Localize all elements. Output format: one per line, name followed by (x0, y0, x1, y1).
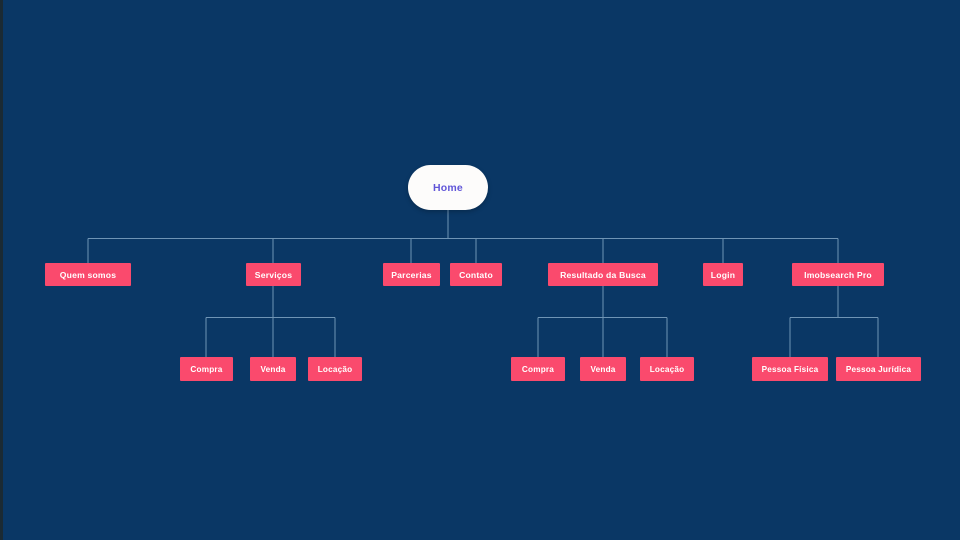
node-servicos[interactable]: Serviços (246, 263, 301, 286)
node-busca-locacao[interactable]: Locação (640, 357, 694, 381)
node-pessoa-juridica[interactable]: Pessoa Jurídica (836, 357, 921, 381)
node-resultado-da-busca[interactable]: Resultado da Busca (548, 263, 658, 286)
node-contato[interactable]: Contato (450, 263, 502, 286)
node-servicos-compra[interactable]: Compra (180, 357, 233, 381)
node-imobsearch-pro[interactable]: Imobsearch Pro (792, 263, 884, 286)
node-parcerias[interactable]: Parcerias (383, 263, 440, 286)
node-servicos-locacao[interactable]: Locação (308, 357, 362, 381)
node-quem-somos[interactable]: Quem somos (45, 263, 131, 286)
node-pessoa-fisica[interactable]: Pessoa Física (752, 357, 828, 381)
node-busca-compra[interactable]: Compra (511, 357, 565, 381)
node-servicos-venda[interactable]: Venda (250, 357, 296, 381)
node-busca-venda[interactable]: Venda (580, 357, 626, 381)
node-home[interactable]: Home (408, 165, 488, 210)
node-login[interactable]: Login (703, 263, 743, 286)
